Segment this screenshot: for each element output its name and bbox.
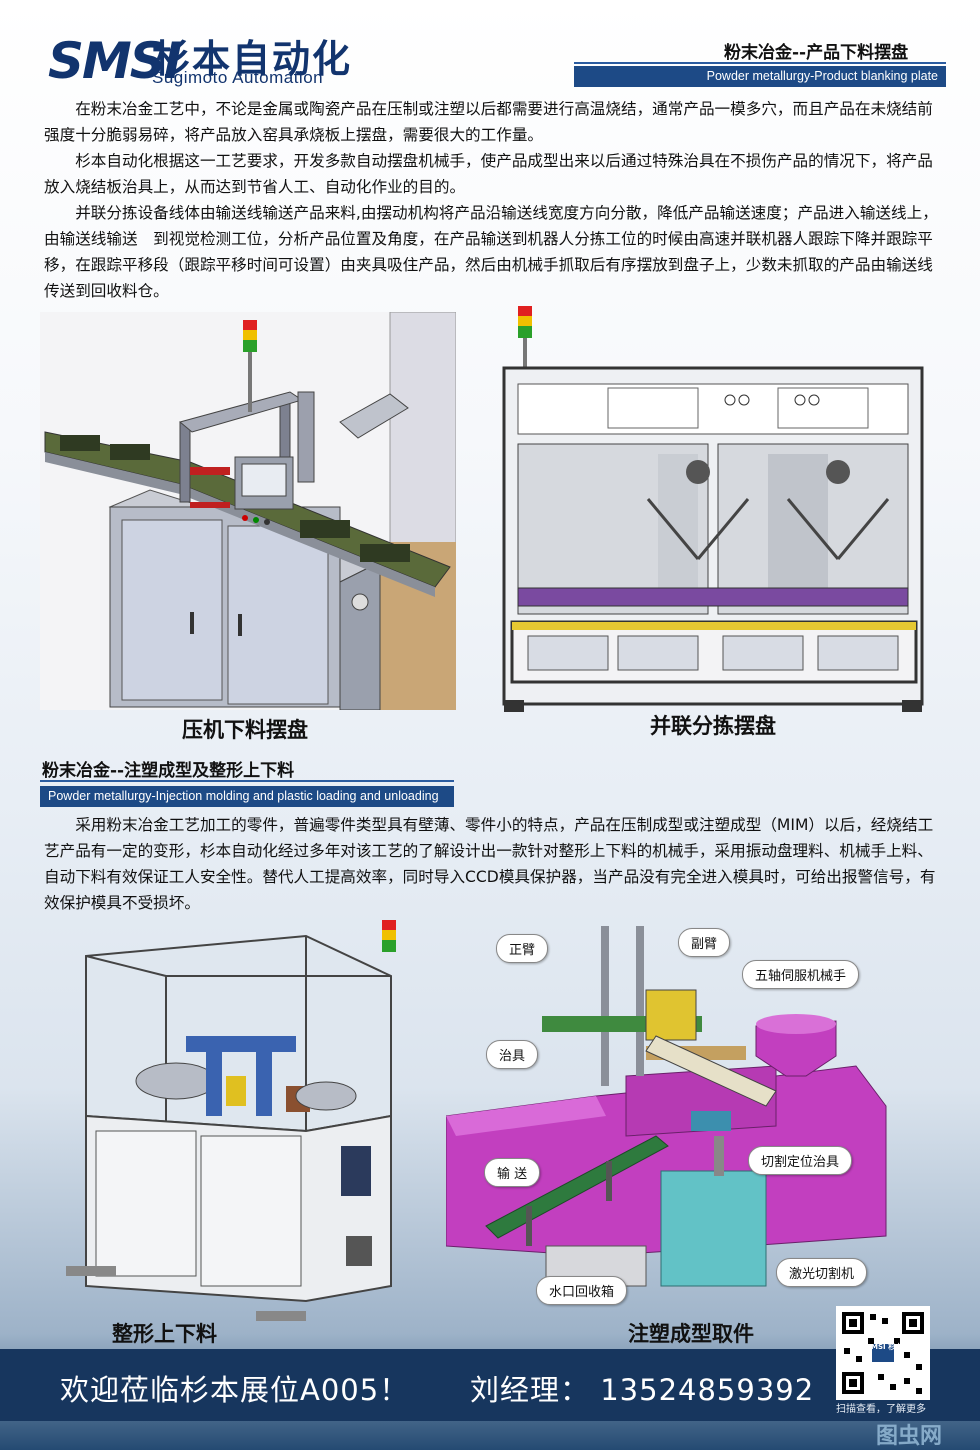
section1-paragraph-1: 在粉末冶金工艺中，不论是金属或陶瓷产品在压制或注塑以后都需要进行高温烧结，通常产… [44, 100, 933, 144]
callout-servo-robot: 五轴伺服机械手 [742, 960, 860, 989]
caption-press-blanking: 压机下料摆盘 [182, 718, 308, 742]
press-blanking-drawing [40, 312, 456, 710]
company-name-cn: 杉本自动化 [152, 37, 353, 81]
section2-title: 粉末冶金--注塑成型及整形上下料 [42, 761, 295, 781]
qr-code-pattern [842, 1312, 924, 1394]
qr-code[interactable] [836, 1306, 930, 1400]
section1-paragraph-3: 并联分拣设备线体由输送线输送产品来料,由摆动机构将产品沿输送线宽度方向分散，降低… [44, 204, 938, 300]
callout-conveyor: 输 送 [484, 1158, 541, 1187]
callout-sub-arm: 副臂 [678, 928, 731, 957]
callout-main-arm: 正臂 [496, 934, 549, 963]
company-logo-mark: SMSI [48, 32, 182, 90]
parallel-sorting-drawing [498, 304, 942, 718]
section1-paragraph-2: 杉本自动化根据这一工艺要求，开发多款自动摆盘机械手，使产品成型出来以后通过特殊治… [44, 152, 933, 196]
watermark: 图虫网 [876, 1424, 943, 1449]
callout-laser-cutter: 激光切割机 [776, 1258, 868, 1287]
shaping-loading-drawing [56, 916, 406, 1326]
callout-cut-fixture: 切割定位治具 [748, 1146, 853, 1175]
caption-shaping-loading: 整形上下料 [112, 1322, 217, 1346]
callout-sprue-bin: 水口回收箱 [536, 1276, 628, 1305]
caption-parallel-sorting: 并联分拣摆盘 [650, 714, 776, 738]
section2-subtitle: Powder metallurgy-Injection molding and … [40, 786, 454, 807]
footer-welcome: 欢迎莅临杉本展位A005！ [60, 1373, 410, 1407]
section1-title: 粉末冶金--产品下料摆盘 [724, 43, 909, 63]
section1-subtitle: Powder metallurgy-Product blanking plate [574, 66, 946, 87]
footer-contact: 刘经理： 13524859392 [470, 1373, 815, 1407]
section2-paragraph: 采用粉末冶金工艺加工的零件，普遍零件类型具有壁薄、零件小的特点，产品在压制成型或… [44, 816, 936, 912]
qr-logo: SMSI 杉本 [866, 1343, 903, 1351]
footer-banner [0, 1349, 980, 1421]
section2-body: 采用粉末冶金工艺加工的零件，普遍零件类型具有壁薄、零件小的特点，产品在压制成型或… [44, 812, 940, 916]
injection-molding-drawing [446, 916, 926, 1326]
section1-body: 在粉末冶金工艺中，不论是金属或陶瓷产品在压制或注塑以后都需要进行高温烧结，通常产… [44, 96, 940, 304]
section1-rule [574, 62, 946, 64]
callout-fixture: 治具 [486, 1040, 539, 1069]
caption-injection-molding: 注塑成型取件 [628, 1322, 754, 1346]
section2-rule [40, 780, 454, 782]
qr-caption: 扫描查看，了解更多 [836, 1404, 926, 1415]
company-name-en: Sugimoto Automation [152, 68, 324, 87]
